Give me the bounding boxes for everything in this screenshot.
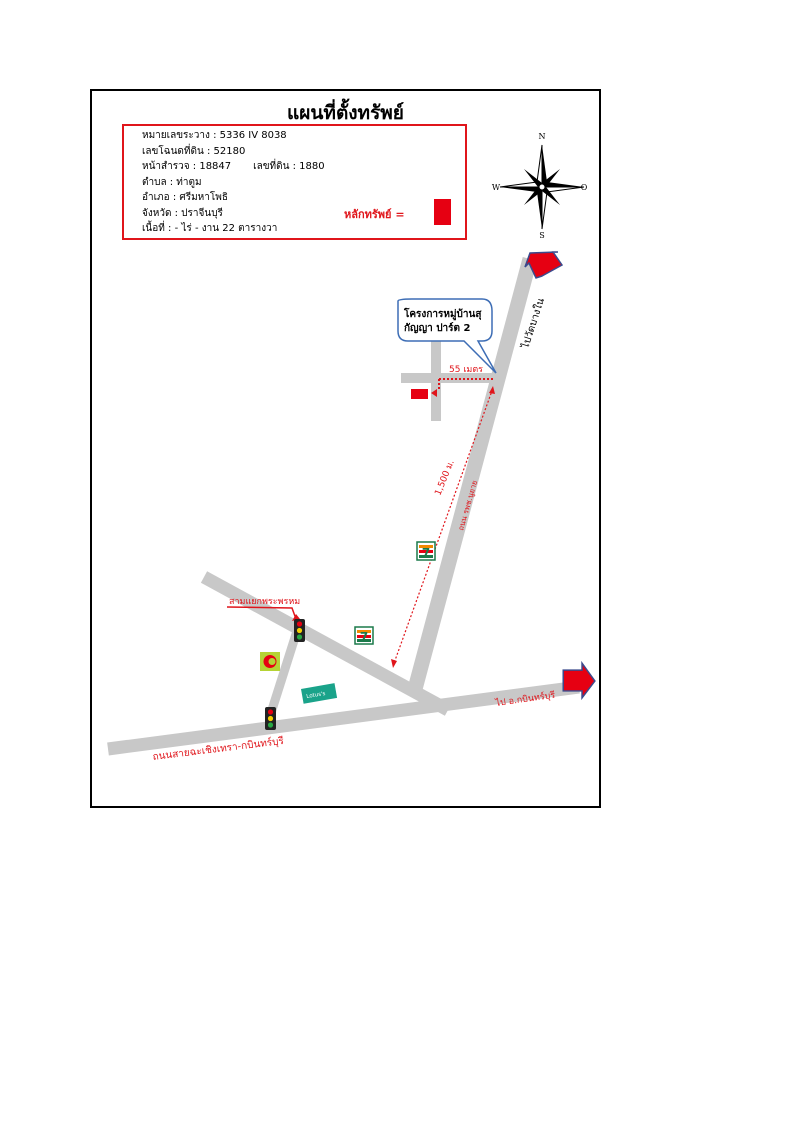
arrow-icon xyxy=(489,386,495,394)
seven-eleven-icon: 7 xyxy=(354,626,374,645)
compass-north-label: N xyxy=(539,132,546,141)
map-frame: N S W O 7 7 xyxy=(90,89,601,808)
compass-east-label: O xyxy=(581,183,588,192)
compass-rose-icon xyxy=(499,144,585,230)
info-province: จังหวัด : ปราจีนบุรี xyxy=(142,207,223,219)
traffic-light-icon xyxy=(265,707,276,730)
arrow-icon xyxy=(431,389,437,397)
legend-swatch xyxy=(434,199,451,225)
info-deed: เลขโฉนดที่ดิน : 52180 xyxy=(142,145,246,157)
info-box: หมายเลขระวาง : 5336 IV 8038 เลขโฉนดที่ดิ… xyxy=(122,124,467,240)
lotus-store-icon: Lotus's xyxy=(301,683,338,704)
info-subdistrict: ตำบล : ท่าตูม xyxy=(142,176,202,188)
distance-short-label: 55 เมตร xyxy=(449,365,483,375)
info-page-land: หน้าสำรวจ : 18847 เลขที่ดิน : 1880 xyxy=(142,159,465,175)
location-map: N S W O 7 7 xyxy=(107,132,596,763)
legend: หลักทรัพย์ = xyxy=(344,199,464,225)
traffic-light-icon xyxy=(294,619,305,642)
arrow-icon xyxy=(562,660,596,701)
distance-long-label: 1,500 ม. xyxy=(434,459,457,497)
callout-line-1: โครงการหมู่บ้านสุ xyxy=(403,307,482,321)
arrow-icon xyxy=(524,251,564,279)
svg-text:Lotus's: Lotus's xyxy=(306,691,326,700)
seven-eleven-icon: 7 xyxy=(416,541,436,561)
big-c-icon xyxy=(260,652,280,671)
callout-line-2: กัญญา ปาร์ต 2 xyxy=(404,322,471,334)
page-title: แผนที่ตั้งทรัพย์ xyxy=(287,102,404,124)
svg-text:7: 7 xyxy=(360,630,368,644)
callout-bubble xyxy=(397,298,497,374)
info-district: อำเภอ : ศรีมหาโพธิ xyxy=(142,192,228,203)
side-road-rpc xyxy=(407,257,538,691)
arrow-icon xyxy=(391,659,397,668)
info-survey: หมายเลขระวาง : 5336 IV 8038 xyxy=(142,130,287,141)
info-page-no: หน้าสำรวจ : 18847 xyxy=(142,161,232,172)
property-marker xyxy=(411,389,428,399)
legend-label: หลักทรัพย์ = xyxy=(344,208,405,221)
junction-pointer xyxy=(226,606,297,620)
main-road xyxy=(107,680,580,756)
compass-west-label: W xyxy=(492,183,501,192)
diagonal-road xyxy=(200,571,452,716)
junction-label: สามแยกพระพรหม xyxy=(229,597,300,607)
info-area: เนื้อที่ : - ไร่ - งาน 22 ตารางวา xyxy=(142,223,278,234)
compass-south-label: S xyxy=(539,231,544,240)
small-connector-road xyxy=(265,629,302,718)
svg-text:7: 7 xyxy=(422,546,430,560)
info-land-no: เลขที่ดิน : 1880 xyxy=(253,161,325,172)
distance-line-long xyxy=(392,387,494,667)
